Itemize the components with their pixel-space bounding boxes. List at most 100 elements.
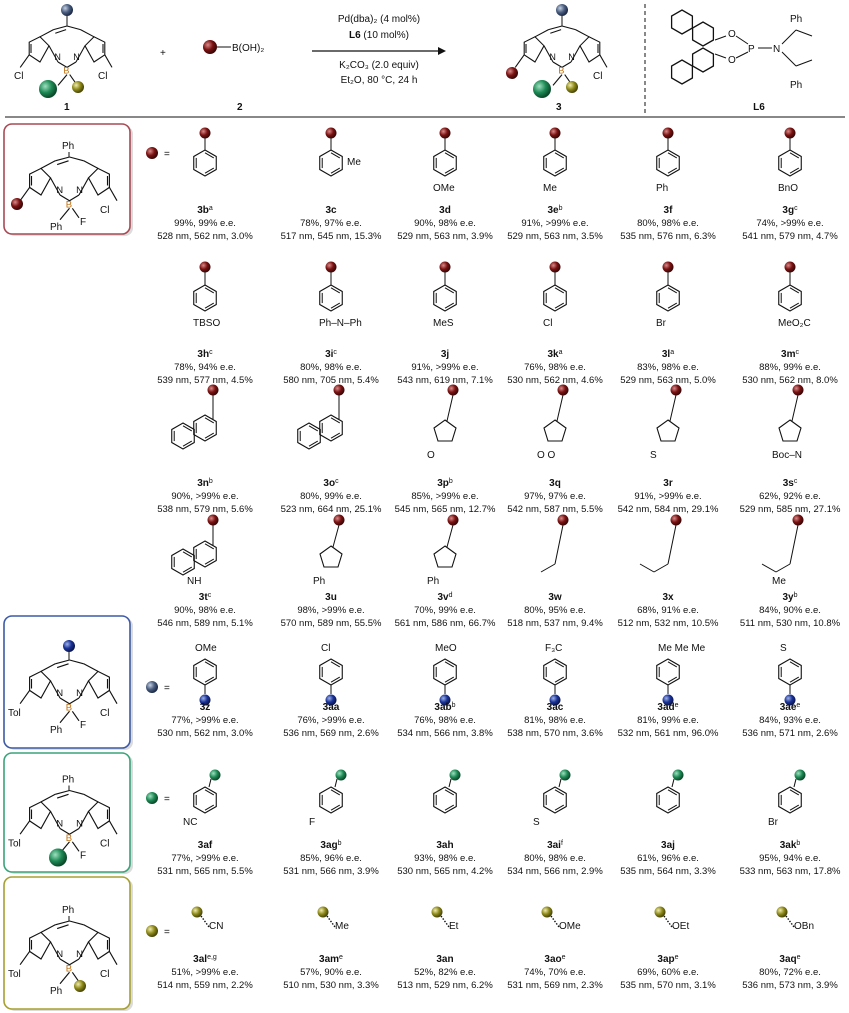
substituent-label: OEt bbox=[672, 921, 689, 932]
red-ball-icon bbox=[784, 127, 796, 139]
yield-ee: 81%, 98% e.e. bbox=[524, 715, 586, 726]
blue-ball-icon bbox=[784, 694, 796, 706]
compound-id: 3d bbox=[439, 205, 451, 216]
compound-id: 3ka bbox=[547, 349, 562, 361]
olive-ball-icon bbox=[654, 906, 666, 918]
photophysics: 535 nm, 570 nm, 3.1% bbox=[620, 980, 716, 991]
substituent-label: S bbox=[533, 817, 540, 828]
yield-ee: 88%, 99% e.e. bbox=[759, 362, 821, 373]
compound-id: 3pb bbox=[437, 478, 453, 490]
compound-id: 3aqe bbox=[779, 954, 800, 966]
photophysics: 530 nm, 562 nm, 3.0% bbox=[157, 728, 253, 739]
photophysics: 511 nm, 530 nm, 10.8% bbox=[740, 618, 841, 629]
compound-id: 3nb bbox=[197, 478, 213, 490]
compound-id: 3gc bbox=[782, 205, 798, 217]
red-ball-icon bbox=[333, 384, 345, 396]
meso-ball-icon bbox=[556, 4, 568, 16]
yield-ee: 90%, 98% e.e. bbox=[414, 218, 476, 229]
substituent-label: NC bbox=[183, 817, 197, 828]
blue-ball-icon bbox=[549, 694, 561, 706]
substituent-label: O O bbox=[537, 450, 556, 461]
ligand-text: L6 (10 mol%) bbox=[349, 30, 409, 41]
meso-phenyl-label: Ph bbox=[62, 775, 74, 786]
compound-id: 3u bbox=[325, 592, 337, 603]
compound-id: 3la bbox=[662, 349, 674, 361]
compound-id: 3akb bbox=[780, 840, 801, 852]
yield-ee: 83%, 98% e.e. bbox=[637, 362, 699, 373]
substituent-label: Me bbox=[543, 183, 557, 194]
yield-ee: 78%, 97% e.e. bbox=[300, 218, 362, 229]
red-ball-icon bbox=[792, 384, 804, 396]
red-ball-icon bbox=[662, 127, 674, 139]
red-ball-icon bbox=[11, 198, 23, 210]
yield-ee: 74%, >99% e.e. bbox=[756, 218, 823, 229]
photophysics: 538 nm, 570 nm, 3.6% bbox=[507, 728, 603, 739]
blue-ball-icon bbox=[439, 694, 451, 706]
yield-ee: 80%, 98% e.e. bbox=[637, 218, 699, 229]
photophysics: 561 nm, 586 nm, 66.7% bbox=[395, 618, 496, 629]
substituent-label: Br bbox=[768, 817, 779, 828]
yield-ee: 99%, 99% e.e. bbox=[174, 218, 236, 229]
substituent-label: Boc–N bbox=[772, 450, 802, 461]
photophysics: 580 nm, 705 nm, 5.4% bbox=[283, 375, 379, 386]
substituent-label: S bbox=[650, 450, 657, 461]
substituent-label: CN bbox=[209, 921, 223, 932]
blue-ball-icon bbox=[662, 694, 674, 706]
photophysics: 529 nm, 563 nm, 3.9% bbox=[397, 231, 493, 242]
olive-ball-icon bbox=[74, 980, 86, 992]
yield-ee: 90%, 98% e.e. bbox=[174, 605, 236, 616]
compound-id: 3aa bbox=[323, 702, 340, 713]
red-ball-icon bbox=[670, 514, 682, 526]
photophysics: 546 nm, 589 nm, 5.1% bbox=[157, 618, 253, 629]
yield-ee: 91%, >99% e.e. bbox=[634, 491, 701, 502]
phenyl-label: Ph bbox=[790, 14, 802, 25]
photophysics: 542 nm, 584 nm, 29.1% bbox=[618, 504, 719, 515]
boron-label: B bbox=[66, 199, 72, 210]
red-ball-icon bbox=[439, 127, 451, 139]
substituent-label: MeO₂C bbox=[778, 318, 811, 329]
boron-phenyl-label: Ph bbox=[50, 725, 62, 736]
substituent-label: S bbox=[780, 643, 787, 654]
red-ball-icon bbox=[207, 514, 219, 526]
yield-ee: 85%, 96% e.e. bbox=[300, 853, 362, 864]
green-ball-icon bbox=[559, 769, 571, 781]
substituent-label: F₃C bbox=[545, 643, 562, 654]
chloro-label: Cl bbox=[98, 71, 107, 82]
chloro-label: Cl bbox=[100, 708, 109, 719]
substituent-label: Me Me Me bbox=[658, 643, 706, 654]
chloro-label: Cl bbox=[14, 71, 23, 82]
substituent-label: OMe bbox=[433, 183, 455, 194]
boron-label: B bbox=[558, 66, 564, 76]
substituent-label: OBn bbox=[794, 921, 814, 932]
yield-ee: 77%, >99% e.e. bbox=[171, 715, 238, 726]
photophysics: 535 nm, 576 nm, 6.3% bbox=[620, 231, 716, 242]
green-ball-icon bbox=[39, 80, 57, 98]
yield-ee: 85%, >99% e.e. bbox=[411, 491, 478, 502]
compound-id: 3x bbox=[662, 592, 674, 603]
blue-ball-icon bbox=[63, 640, 75, 652]
yield-ee: 81%, 99% e.e. bbox=[637, 715, 699, 726]
photophysics: 529 nm, 563 nm, 3.5% bbox=[507, 231, 603, 242]
compound-id: 3w bbox=[548, 592, 562, 603]
plus-sign: + bbox=[160, 48, 166, 59]
compound-id: 3aoe bbox=[544, 954, 565, 966]
nitrogen-label: N bbox=[76, 185, 83, 196]
